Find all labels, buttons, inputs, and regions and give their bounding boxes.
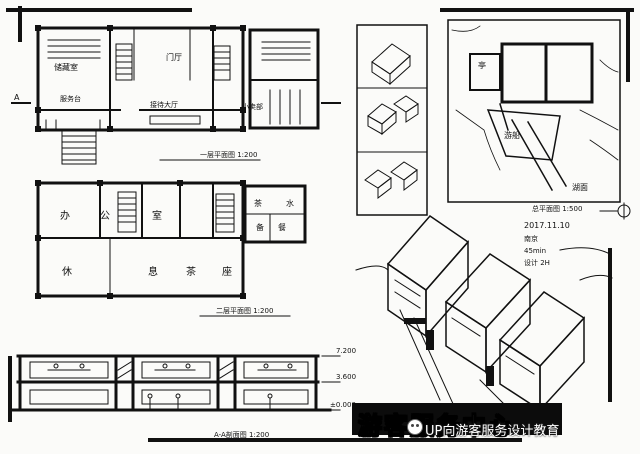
room-char-5: 息 [148, 267, 158, 278]
level-ground: ±0.000 [330, 401, 356, 409]
site-caption: 总平面图 1:500 [532, 205, 583, 213]
room-char-6: 茶 [186, 267, 196, 278]
room-char-9: 水 [286, 199, 294, 208]
note-line-2: 45min [524, 247, 547, 255]
concept-diagrams [356, 24, 428, 216]
title-block [352, 403, 562, 435]
room-char-3: 室 [152, 211, 162, 222]
room-char-7: 座 [222, 267, 232, 278]
room-label-reception-hall: 接待大厅 [150, 101, 178, 109]
ground-floor-plan [11, 25, 341, 165]
room-label-service-desk: 服务台 [60, 95, 81, 103]
site-label-lake: 湖面 [572, 183, 588, 192]
section-caption: A-A剖面图 1:200 [214, 431, 270, 439]
room-char-1: 办 [60, 211, 70, 222]
note-line-1: 南京 [524, 235, 538, 243]
level-upper: 7.200 [336, 347, 357, 355]
room-char-2: 公 [100, 211, 110, 222]
note-date: 2017.11.10 [524, 221, 570, 230]
wechat-icon [407, 419, 423, 435]
room-label-storage: 储藏室 [54, 63, 78, 72]
room-char-8: 茶 [254, 199, 262, 208]
axonometric-view [355, 215, 613, 421]
watermark-text: UP向游客服务设计教育 [425, 424, 560, 439]
room-char-10: 备 [256, 223, 264, 232]
room-char-11: 餐 [278, 223, 286, 232]
room-char-4: 休 [62, 267, 72, 278]
level-middle: 3.600 [336, 373, 357, 381]
plan2-caption: 二层平面图 1:200 [216, 307, 274, 315]
site-label-boat: 游船 [504, 131, 520, 140]
note-line-3: 设计 2H [524, 259, 550, 267]
site-plan [447, 19, 631, 220]
site-label-pavilion: 亭 [478, 61, 486, 70]
room-label-lobby: 门厅 [166, 53, 182, 62]
upper-floor-plan [35, 180, 307, 317]
section-marker-a: A [14, 93, 20, 102]
plan1-caption: 一层平面图 1:200 [200, 151, 258, 159]
sheet-title: 游客服务中心 [358, 412, 514, 441]
section-a-a [8, 354, 341, 441]
room-label-shop: 小卖部 [242, 103, 263, 111]
